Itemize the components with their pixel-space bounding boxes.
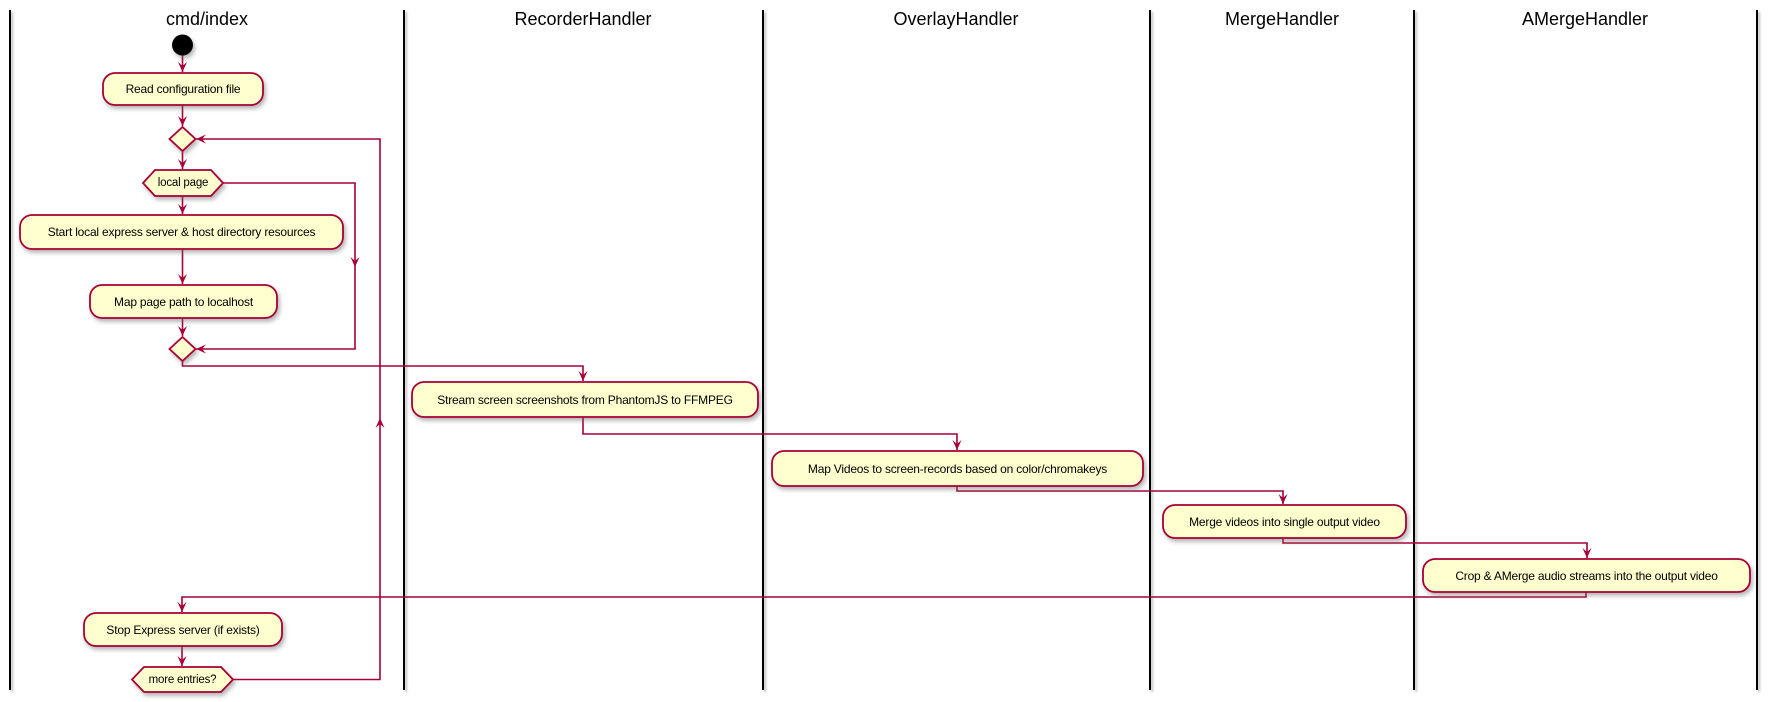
arrow-into-moreentries [177, 656, 187, 666]
arrow-into-diamond1-right [196, 134, 206, 144]
edge-diamond2-to-stream [181, 361, 584, 381]
arrow-mid-bypass-down [350, 257, 360, 267]
lane-title-mergehandler: MergeHandler [1224, 9, 1340, 29]
arrow-mid-loopback-up [375, 418, 385, 428]
arrow-into-diamond1-top [178, 116, 187, 126]
arrow-into-mapvideos [952, 440, 962, 450]
arrow-into-diamond2-right [196, 344, 206, 354]
arrow-into-merge [1278, 494, 1288, 504]
merge-diamond-top [168, 125, 197, 153]
lane-title-overlayhandler: OverlayHandler [893, 9, 1019, 29]
arrow-into-mappath [178, 274, 187, 284]
edge-merge-to-crop [1282, 538, 1588, 558]
decision-more-entries-shape [130, 666, 235, 693]
activity-read-config-shape [102, 72, 264, 106]
arrowheads [177, 62, 1592, 666]
edge-localpage-bypass [196, 182, 356, 350]
edge-crop-to-stopexpress [181, 592, 1587, 612]
activity-crop-amerge-shape [1422, 558, 1751, 593]
lane-title-cmd-index: cmd/index [165, 9, 249, 29]
arrow-into-stopexpress [177, 602, 187, 612]
activity-merge-videos-shape [1162, 504, 1407, 539]
connector-edges [181, 55, 1588, 681]
activity-map-videos-shape [771, 450, 1144, 487]
lane-title-recorderhandler: RecorderHandler [514, 9, 652, 29]
activity-stream-screenshots-shape [411, 381, 759, 418]
activity-start-server-shape [19, 214, 344, 250]
arrow-into-readconfig [178, 62, 187, 72]
arrow-into-diamond2-top [178, 326, 187, 336]
edge-loop-back-to-diamond1 [196, 138, 381, 681]
swimlane-lines [9, 10, 1758, 690]
activity-stop-express-shape [83, 612, 283, 647]
arrow-into-startserver [178, 204, 187, 214]
diagram-nodes [19, 34, 1751, 693]
lane-title-amergehandler: AMergeHandler [1521, 9, 1649, 29]
decision-local-page-shape [141, 169, 225, 197]
edge-stream-to-mapvideos [582, 417, 958, 450]
merge-diamond-bottom [168, 335, 197, 363]
arrow-into-stream [578, 371, 588, 381]
activity-map-page-path-shape [89, 284, 278, 319]
arrow-into-localpage [178, 159, 187, 169]
edge-mapvideos-to-merge [956, 486, 1284, 504]
start-node [172, 34, 193, 56]
arrow-into-crop [1582, 548, 1592, 558]
